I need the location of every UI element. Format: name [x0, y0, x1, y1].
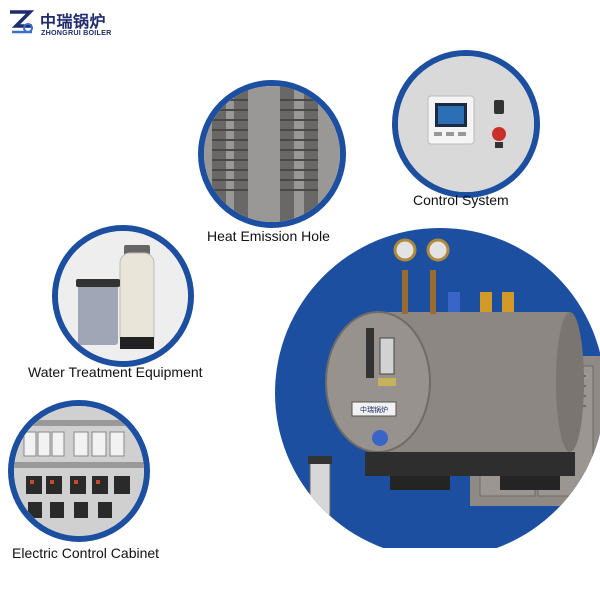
control-system-circle — [392, 50, 540, 198]
boiler-brand-plate: 中瑞锅炉 — [360, 405, 388, 414]
control-panel-image — [398, 56, 534, 192]
water-treatment-circle — [52, 225, 194, 367]
zhongrui-logo-icon — [10, 10, 35, 34]
brand-name-en: ZHONGRUI BOILER — [41, 28, 112, 37]
cabinet-interior-image — [14, 406, 144, 536]
heat-emission-label: Heat Emission Hole — [207, 228, 330, 244]
water-softener-image — [58, 231, 188, 361]
electric-cabinet-circle — [8, 400, 150, 542]
electric-steam-boiler-image: 中瑞锅炉 — [275, 228, 600, 548]
brand-logo: 中瑞锅炉 ZHONGRUI BOILER — [8, 6, 138, 40]
control-system-label: Control System — [413, 192, 509, 208]
water-treatment-label: Water Treatment Equipment — [28, 364, 203, 380]
electric-cabinet-label: Electric Control Cabinet — [12, 545, 160, 561]
heat-vent-image — [204, 86, 340, 222]
brand-name-cn: 中瑞锅炉 — [40, 12, 107, 31]
heat-emission-circle — [198, 80, 346, 228]
